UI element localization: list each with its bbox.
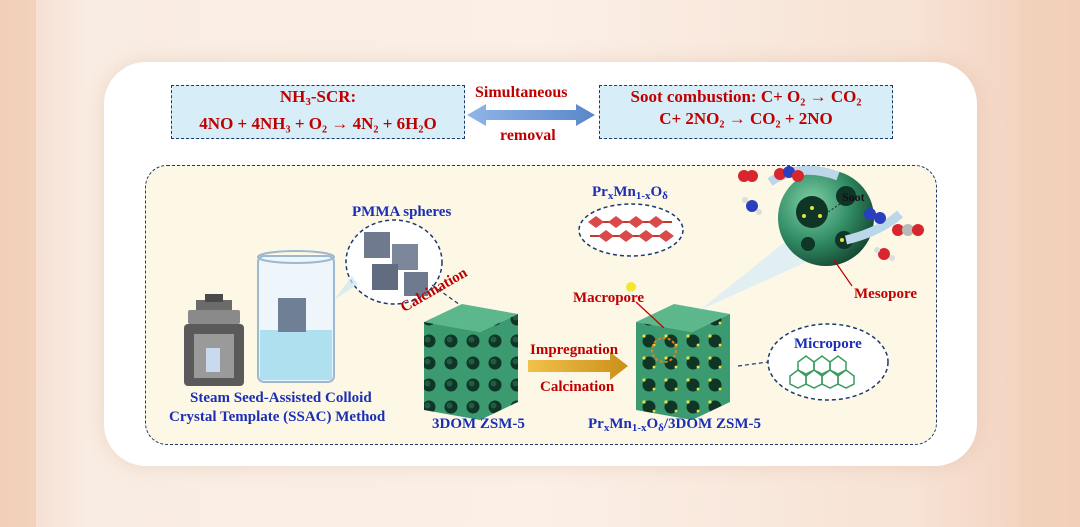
soot-line-1: Soot combustion: C+ O₂ → CO₂ <box>630 87 862 106</box>
method-line-1: Steam Seed-Assisted Colloid <box>190 390 372 406</box>
soot-label: Soot <box>842 190 865 204</box>
background-stripe-right <box>1020 0 1080 527</box>
oxide-formula-label: PrxMn1-xOδ <box>592 184 668 202</box>
soot-line-2: C+ 2NO₂ → CO₂ + 2NO <box>659 109 833 128</box>
molecules-icon <box>738 166 924 261</box>
soot-combustion-box: Soot combustion: C+ O₂ → CO₂ C+ 2NO₂ → C… <box>599 85 893 139</box>
pmma-spheres-icon <box>334 219 443 305</box>
product-label: PrxMn1-xOδ/3DOM ZSM-5 <box>588 416 761 434</box>
zsm5-cube-icon <box>424 304 518 420</box>
zsm5-label: 3DOM ZSM-5 <box>432 416 525 432</box>
macropore-label: Macropore <box>573 290 645 306</box>
removal-label: removal <box>500 127 556 144</box>
calcination-label: Calcination <box>540 379 615 395</box>
simultaneous-label: Simultaneous <box>475 84 568 101</box>
nh3-scr-title: NH3-SCR: <box>279 87 357 108</box>
impregnation-arrow-icon <box>528 352 628 380</box>
background-stripe-left <box>0 0 36 527</box>
mesopore-label: Mesopore <box>854 286 918 302</box>
method-line-2: Crystal Template (SSAC) Method <box>169 409 386 425</box>
impregnation-label: Impregnation <box>530 342 619 358</box>
lattice-ellipse-icon <box>578 203 684 300</box>
pmma-label: PMMA spheres <box>352 204 452 220</box>
product-cube-icon <box>636 304 730 420</box>
gas-flow-arrow-icon <box>767 165 904 245</box>
micropore-label: Micropore <box>794 336 862 352</box>
nh3-scr-equation: 4NO + 4NH₃ + O₂ → 4N₂ + 6H₂O <box>199 114 437 133</box>
beaker-icon <box>257 250 335 383</box>
double-arrow-icon <box>467 104 595 126</box>
nh3-scr-box: NH3-SCR: 4NO + 4NH₃ + O₂ → 4N₂ + 6H₂O <box>171 85 465 139</box>
autoclave-icon <box>184 294 244 386</box>
